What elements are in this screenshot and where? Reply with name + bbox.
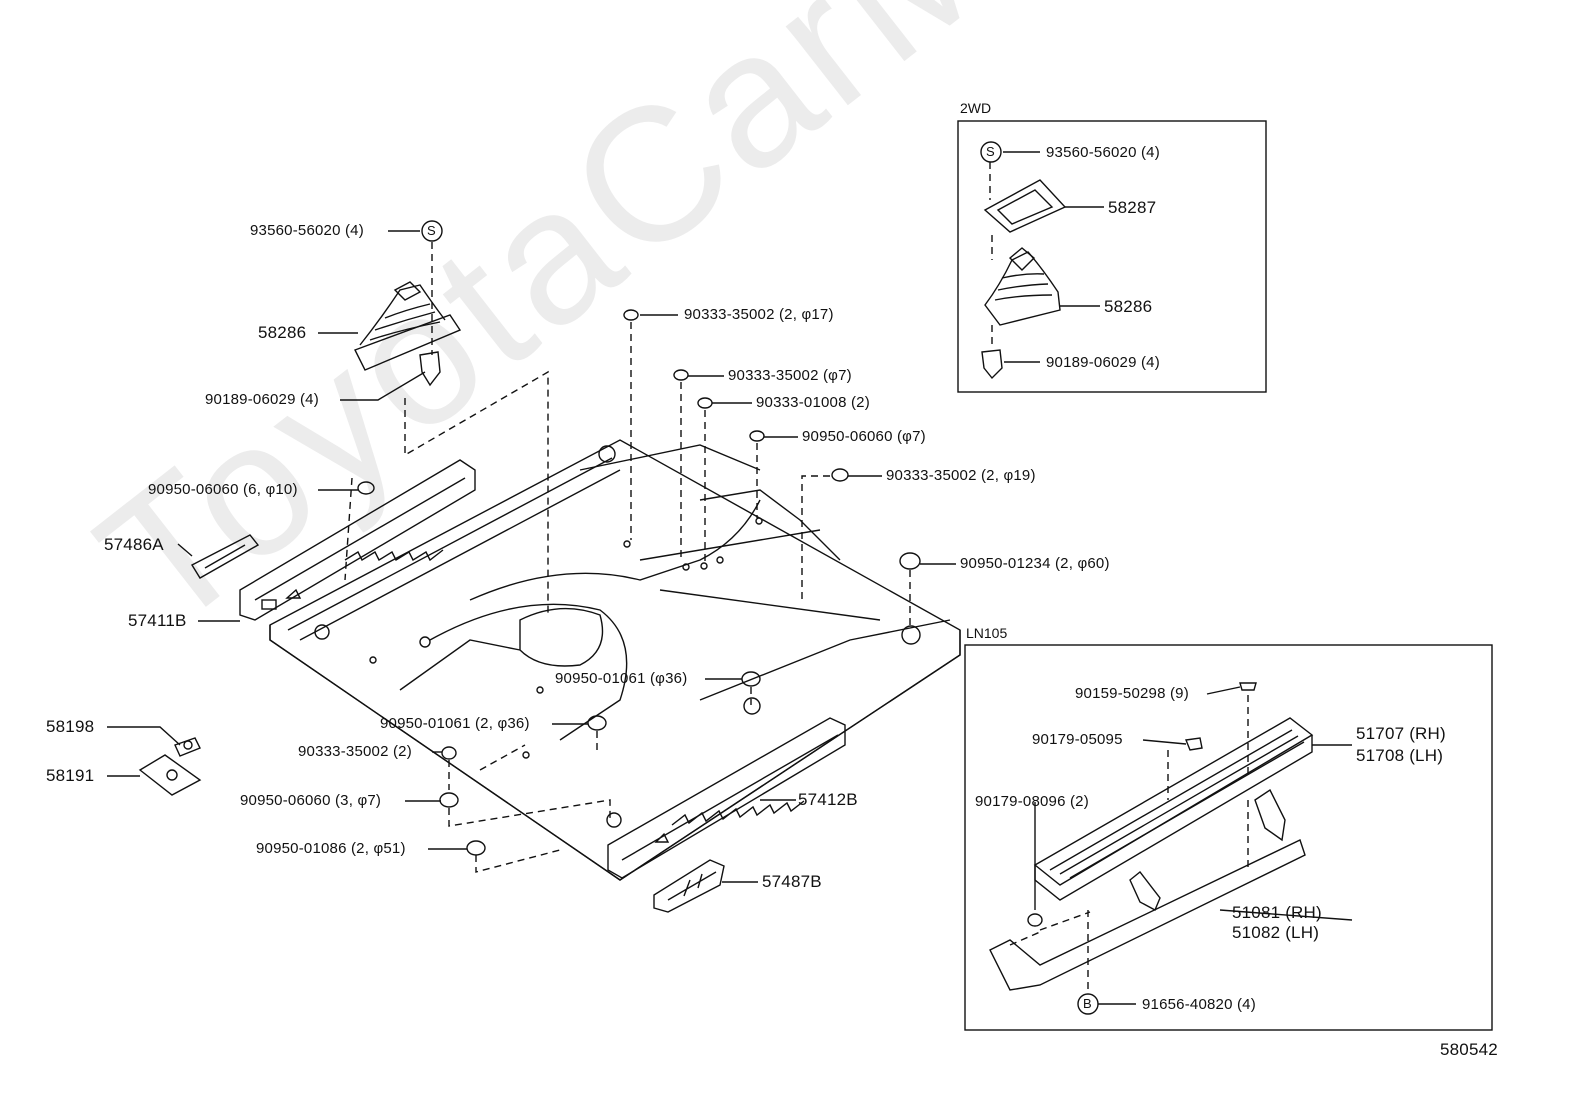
label-58198: 58198 <box>46 717 95 736</box>
label-90189-06029: 90189-06029 (4) <box>205 391 319 408</box>
symbol-b-ln105 <box>1077 993 1099 1015</box>
shift-boot-58286 <box>354 281 462 387</box>
label-ln-51082: 51082 (LH) <box>1232 923 1320 942</box>
sill-plate-57486A <box>191 534 260 579</box>
label-93560-56020: 93560-56020 (4) <box>250 222 364 239</box>
label-57486A: 57486A <box>104 535 164 554</box>
label-ln-90179-05095: 90179-05095 <box>1032 731 1123 748</box>
2wd-parts <box>981 151 1104 380</box>
figure-id: 580542 <box>1440 1040 1498 1059</box>
label-90950-01061-36: 90950-01061 (φ36) <box>555 670 688 687</box>
symbol-s-2wd-text: S <box>986 144 995 159</box>
label-ln-51707: 51707 (RH) <box>1356 724 1446 743</box>
label-90950-01234: 90950-01234 (2, φ60) <box>960 555 1110 572</box>
sill-57412B <box>607 717 846 879</box>
label-90950-01061-2-36: 90950-01061 (2, φ36) <box>380 715 530 732</box>
label-90333-01008: 90333-01008 (2) <box>756 394 870 411</box>
label-90333-35002-19: 90333-35002 (2, φ19) <box>886 467 1036 484</box>
label-90950-06060-7: 90950-06060 (φ7) <box>802 428 926 445</box>
dashed-guides <box>344 242 911 873</box>
label-90950-06060-3: 90950-06060 (3, φ7) <box>240 792 382 809</box>
ln105-parts <box>989 682 1353 1005</box>
label-2wd-58287: 58287 <box>1108 198 1157 217</box>
label-90950-06060-6: 90950-06060 (6, φ10) <box>148 481 298 498</box>
symbol-s-text: S <box>427 223 436 238</box>
label-57411B: 57411B <box>128 611 187 630</box>
box-2wd <box>957 120 1267 393</box>
label-90333-35002-2: 90333-35002 (2) <box>298 743 412 760</box>
label-2wd-93560-56020: 93560-56020 (4) <box>1046 144 1160 161</box>
symbol-b-text: B <box>1083 996 1092 1011</box>
label-ln-90179-08096: 90179-08096 (2) <box>975 793 1089 810</box>
plate-58191 <box>138 754 202 796</box>
label-2wd-58286: 58286 <box>1104 297 1153 316</box>
leader-lines <box>107 230 956 883</box>
label-58191: 58191 <box>46 766 95 785</box>
label-ln-90159-50298: 90159-50298 (9) <box>1075 685 1189 702</box>
clip-58198 <box>174 737 201 757</box>
floor-pan <box>269 439 961 881</box>
box-ln105 <box>964 644 1493 1031</box>
plugs <box>357 309 921 856</box>
label-2wd-90189-06029: 90189-06029 (4) <box>1046 354 1160 371</box>
label-ln-51081: 51081 (RH) <box>1232 903 1322 922</box>
label-90333-35002-17: 90333-35002 (2, φ17) <box>684 306 834 323</box>
label-58286: 58286 <box>258 323 307 342</box>
label-90333-35002-7: 90333-35002 (φ7) <box>728 367 852 384</box>
label-ln-51708: 51708 (LH) <box>1356 746 1444 765</box>
box-2wd-title: 2WD <box>960 100 992 116</box>
sill-plate-57487B <box>653 859 725 913</box>
symbol-s-2wd <box>980 141 1002 163</box>
label-57412B: 57412B <box>798 790 858 809</box>
symbol-s-main <box>421 220 443 242</box>
label-ln-91656-40820: 91656-40820 (4) <box>1142 996 1256 1013</box>
label-90950-01086: 90950-01086 (2, φ51) <box>256 840 406 857</box>
sill-57411B <box>239 459 476 621</box>
label-57487B: 57487B <box>762 872 822 891</box>
box-ln105-title: LN105 <box>966 625 1008 641</box>
